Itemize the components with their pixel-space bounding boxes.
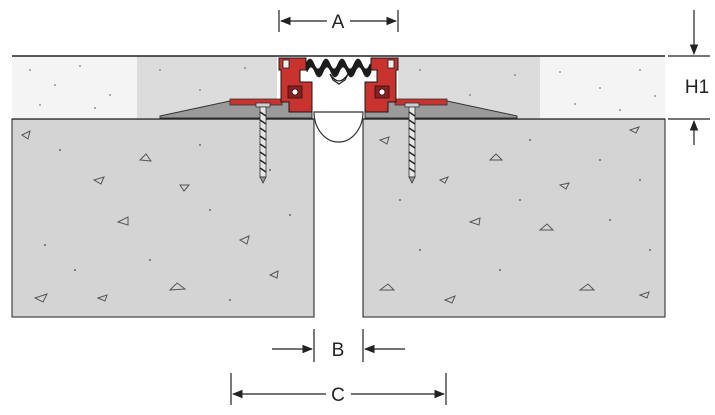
screw-left (255, 102, 271, 184)
dimension-b: B (272, 329, 405, 362)
screw-right (404, 102, 420, 184)
joint-gap (314, 119, 363, 317)
concrete-substrate (11, 118, 666, 318)
concrete-slab-right (362, 118, 666, 318)
tile-right (540, 56, 665, 119)
dimension-label-h1: H1 (685, 77, 709, 98)
dimension-h1: H1 (668, 10, 710, 145)
tile-speckles (29, 65, 656, 111)
tile-covering (12, 55, 665, 120)
dimension-c: C (230, 373, 447, 406)
profile-half-left (278, 57, 313, 113)
dimension-a: A (278, 10, 399, 33)
concrete-slab-left (11, 118, 315, 318)
dimension-label-a: A (332, 12, 345, 33)
profile-half-right (364, 57, 399, 113)
aggregate-pattern (21, 126, 650, 304)
joint-profile (278, 57, 399, 113)
backer-rod (313, 111, 364, 143)
anchor-wings (159, 98, 518, 119)
dimension-label-b: B (332, 340, 345, 361)
dimension-label-c: C (331, 385, 345, 406)
rubber-insert (305, 58, 372, 85)
tile-left (12, 56, 137, 119)
concrete-speckles (44, 139, 651, 301)
